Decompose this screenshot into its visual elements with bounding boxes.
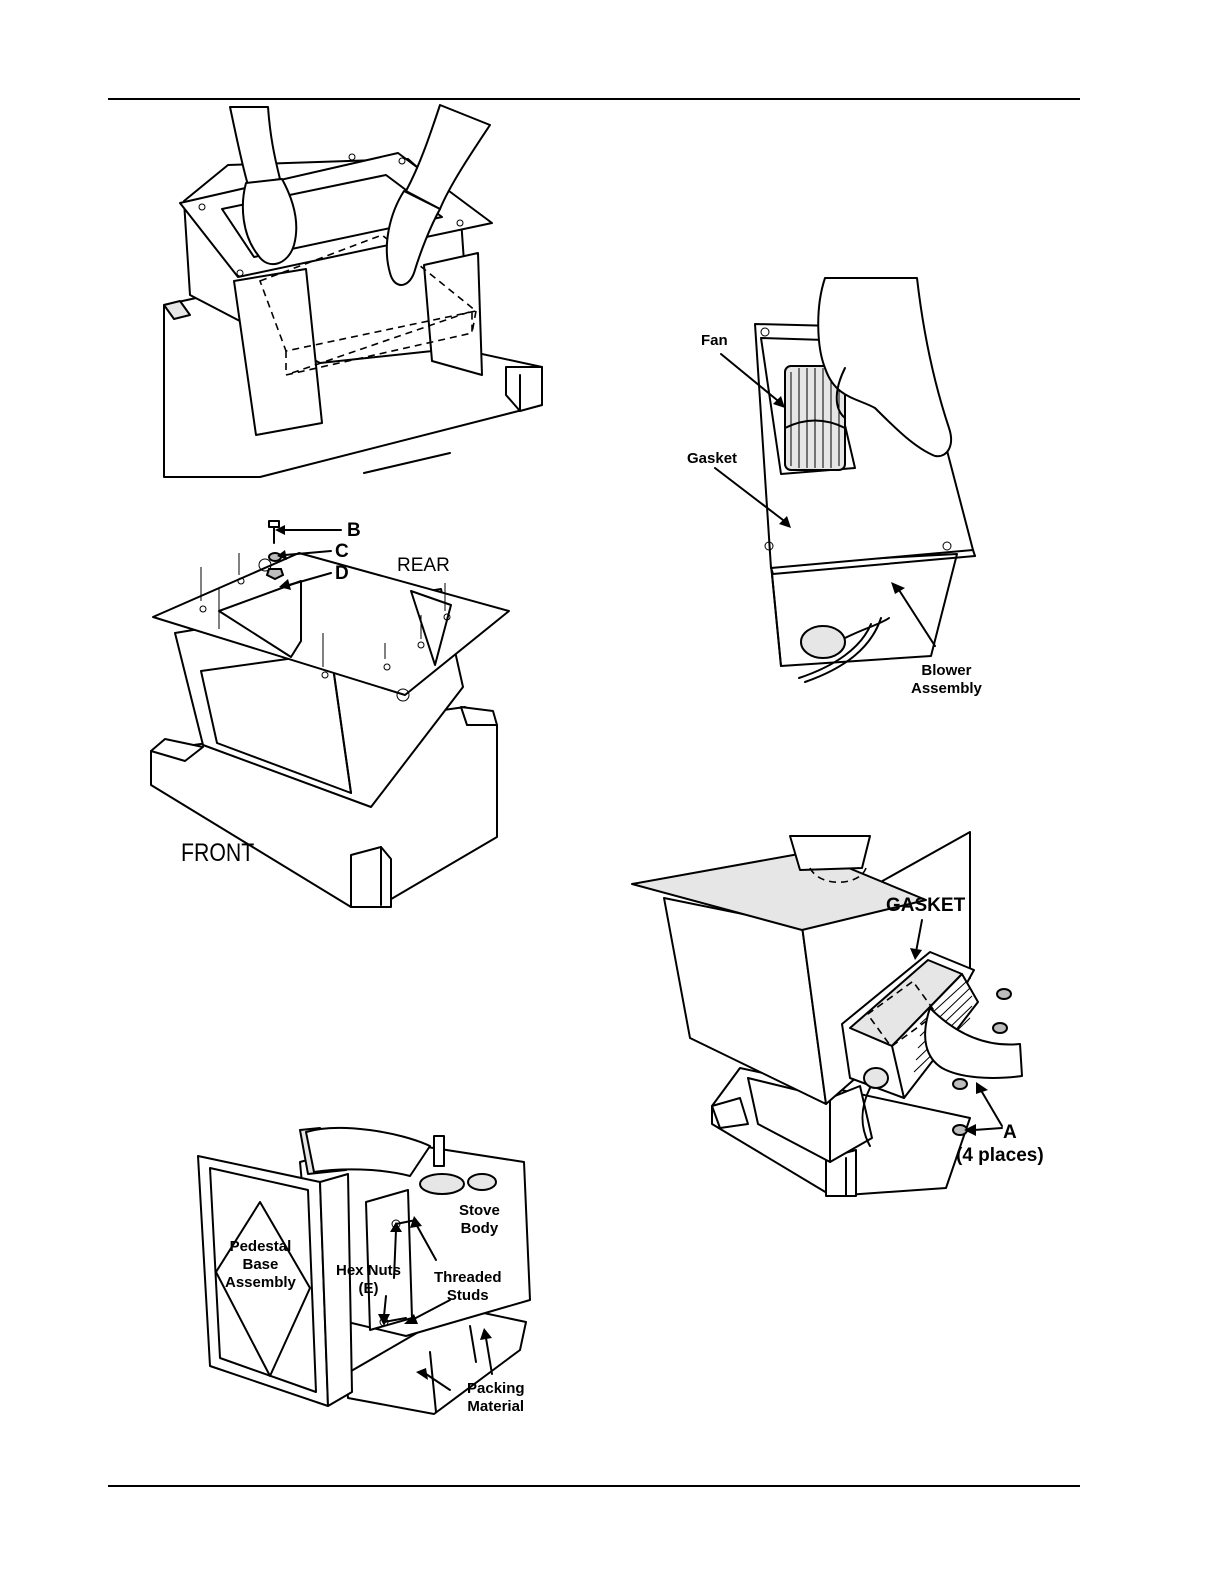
label-c: C [335, 541, 349, 563]
label-four-places: (4 places) [956, 1145, 1044, 1167]
label-hex-nuts: Hex Nuts (E) [336, 1262, 401, 1298]
label-pedestal-base-assembly: Pedestal Base Assembly [225, 1238, 296, 1292]
label-threaded-studs: Threaded Studs [434, 1269, 502, 1305]
footer-rule [108, 1485, 1080, 1487]
illustration-blower-fan [685, 268, 985, 698]
label-rear: REAR [397, 555, 450, 577]
header-rule [108, 98, 1080, 100]
label-b: B [347, 520, 361, 542]
label-gasket-stove: GASKET [886, 895, 965, 917]
label-fan: Fan [701, 332, 728, 350]
label-d: D [335, 563, 349, 585]
label-packing-material: Packing Material [467, 1380, 525, 1416]
illustration-hands-placing-base [150, 105, 550, 480]
label-blower-assembly: Blower Assembly [911, 662, 982, 698]
label-gasket-fan: Gasket [687, 450, 737, 468]
label-a: A [1003, 1122, 1017, 1144]
label-stove-body: Stove Body [459, 1202, 500, 1238]
label-front: FRONT [181, 838, 254, 868]
